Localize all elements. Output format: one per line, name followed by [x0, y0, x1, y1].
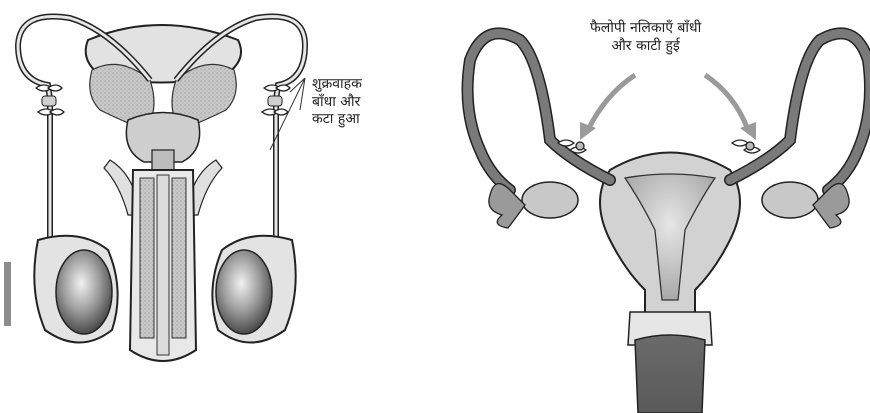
arrow-left	[588, 75, 635, 130]
male-vasectomy-diagram: शुक्रवाहक बाँधा और कटा हुआ	[0, 0, 430, 413]
female-label-line-2: और काटी हुई	[590, 38, 701, 56]
urethra-base	[152, 150, 174, 172]
vagina	[635, 335, 705, 413]
fimbriae-right	[813, 184, 849, 228]
testis-left	[56, 250, 112, 334]
female-tubectomy-diagram: फैलोपी नलिकाएँ बाँधी और काटी हुई	[430, 0, 870, 413]
testis-right	[216, 250, 272, 334]
female-reproductive-svg	[430, 0, 870, 413]
fallopian-tubes-tied-label: फैलोपी नलिकाएँ बाँधी और काटी हुई	[590, 20, 701, 55]
male-label-line-2: बाँधा और	[312, 94, 362, 112]
tubal-tie-right	[732, 140, 760, 153]
male-reproductive-svg	[0, 0, 430, 413]
ligature-right-lower	[262, 109, 288, 115]
ovary-right	[762, 182, 818, 218]
ligature-right-upper	[264, 85, 290, 91]
margin-marker	[4, 262, 11, 326]
male-label-line-1: शुक्रवाहक	[312, 76, 362, 94]
ovary-left	[522, 182, 578, 218]
vas-deferens-tied-label: शुक्रवाहक बाँधा और कटा हुआ	[312, 76, 362, 129]
female-label-line-1: फैलोपी नलिकाएँ बाँधी	[590, 20, 701, 38]
male-label-line-3: कटा हुआ	[312, 111, 362, 129]
corpus-left	[140, 178, 154, 338]
ligature-left-upper	[36, 85, 62, 91]
urethra	[157, 175, 169, 355]
fimbriae-left	[489, 184, 525, 228]
ligature-left-lower	[38, 109, 64, 115]
corpus-right	[172, 178, 186, 338]
arrow-right	[705, 75, 748, 130]
